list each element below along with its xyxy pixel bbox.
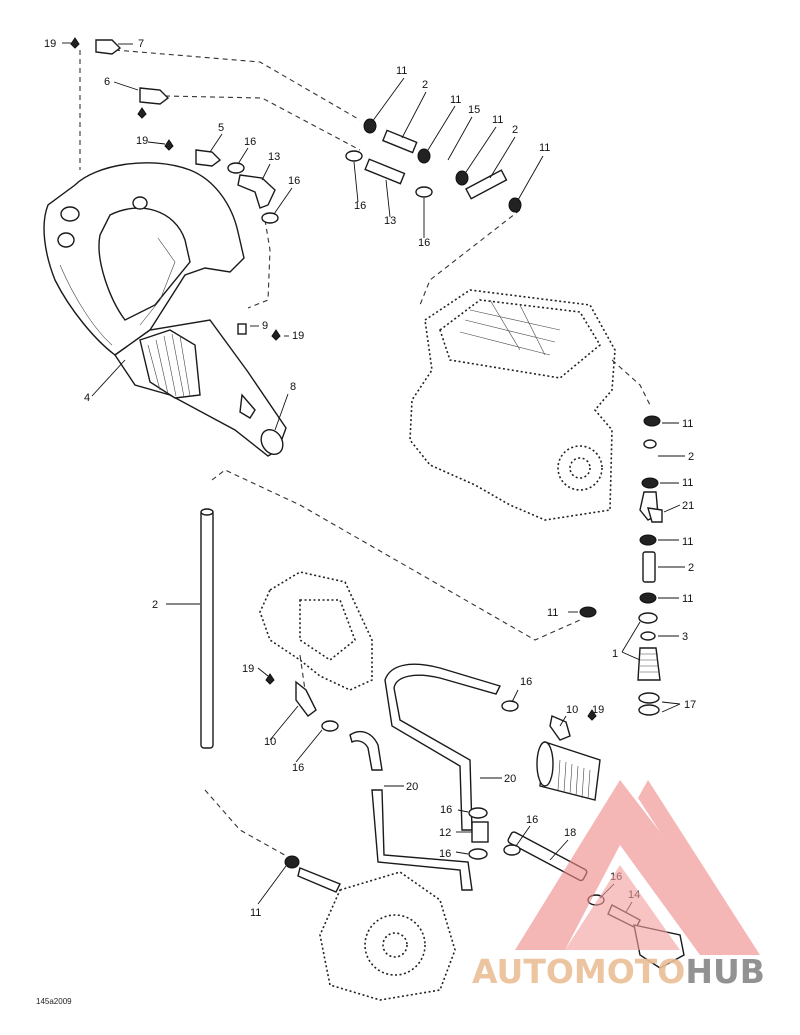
callout-c29: 11 [682, 593, 693, 605]
watermark-text-primary: AUTOMOTO [472, 952, 686, 991]
rear-engine [319, 871, 456, 1001]
callout-c37: 16 [292, 762, 304, 774]
pump-housing [259, 571, 373, 691]
callout-c13: 19 [136, 135, 148, 147]
callout-c26: 21 [682, 500, 694, 512]
image-code: 145a2009 [36, 997, 72, 1006]
callout-c40: 19 [592, 704, 604, 716]
callout-c36: 10 [264, 736, 276, 748]
fittings-small [70, 37, 597, 721]
filter [536, 741, 601, 801]
watermark-triangle-icon [515, 780, 760, 955]
callout-c25: 11 [682, 477, 693, 489]
callout-c19: 9 [262, 320, 268, 332]
callout-c35: 19 [242, 663, 254, 675]
long-hose [200, 508, 214, 749]
callout-c32: 17 [684, 699, 696, 711]
right-stack [637, 415, 663, 716]
callout-c41: 20 [406, 781, 418, 793]
callout-c43: 16 [440, 804, 452, 816]
watermark-text-secondary: HUB [685, 952, 765, 991]
callout-c42: 20 [504, 773, 516, 785]
callout-c18: 16 [418, 237, 430, 249]
callout-c31: 1 [612, 648, 618, 660]
callout-c45: 16 [526, 814, 538, 826]
callout-c33: 2 [152, 599, 158, 611]
callout-c50: 11 [250, 907, 261, 919]
callout-c15: 16 [288, 175, 300, 187]
callout-c2: 7 [138, 38, 144, 50]
callout-c46: 18 [564, 827, 576, 839]
callout-c5: 2 [422, 79, 428, 91]
callout-c22: 8 [290, 381, 296, 393]
callout-c1: 19 [44, 38, 56, 50]
callout-c7: 15 [468, 104, 480, 116]
callout-c47: 16 [439, 848, 451, 860]
callout-c14: 13 [268, 151, 280, 163]
callout-c12: 16 [244, 136, 256, 148]
callout-c38: 16 [520, 676, 532, 688]
callout-c27: 11 [682, 536, 693, 548]
watermark-wordmark: AUTOMOTOHUB [472, 952, 765, 991]
callout-c4: 11 [396, 65, 407, 77]
callout-c28: 2 [688, 562, 694, 574]
callout-c21: 4 [84, 392, 90, 404]
engine-block [409, 289, 616, 521]
muffler [114, 319, 287, 457]
watermark-logo [515, 780, 760, 955]
callout-c44: 12 [439, 827, 451, 839]
callout-c17: 13 [384, 215, 396, 227]
exhaust-pipe [43, 162, 245, 356]
callout-c34: 11 [547, 607, 558, 619]
callout-c24: 2 [688, 451, 694, 463]
callout-c20: 19 [292, 330, 304, 342]
callout-c8: 11 [492, 114, 503, 126]
callout-c3: 6 [104, 76, 110, 88]
top-hoses [95, 39, 508, 209]
callout-c23: 11 [682, 418, 693, 430]
callout-c11: 5 [218, 122, 224, 134]
clamps-top [227, 118, 522, 224]
callout-c16: 16 [354, 200, 366, 212]
callout-c10: 11 [539, 142, 550, 154]
callout-c30: 3 [682, 631, 688, 643]
callout-c39: 10 [566, 704, 578, 716]
leader-lines [62, 42, 685, 913]
callout-c6: 11 [450, 94, 461, 106]
callout-c9: 2 [512, 124, 518, 136]
